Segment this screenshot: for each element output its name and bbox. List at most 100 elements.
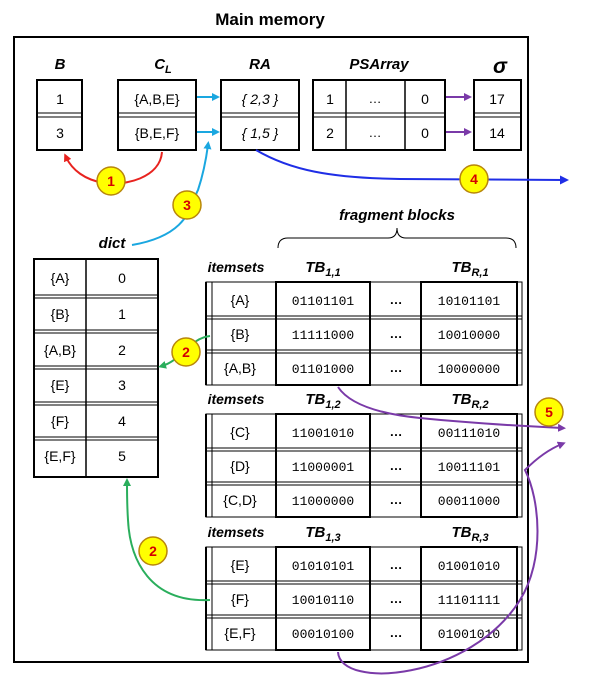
dict-id: 0 [118, 270, 126, 286]
fragment-blocks-brace [277, 227, 517, 249]
dict-id: 4 [118, 413, 126, 429]
psarray-cell: 2 [326, 125, 334, 141]
tb-header: TBR,1 [451, 259, 488, 279]
svg-text:4: 4 [470, 171, 478, 187]
cl-column: {A,B,E} {B,E,F} [117, 79, 197, 151]
dict-table [33, 258, 159, 478]
tb-bits: 00010100 [292, 627, 354, 642]
ra-value: { 1,5 } [242, 125, 279, 141]
tb-dots: … [390, 424, 403, 439]
tb-bits: 00011000 [438, 494, 500, 509]
step-marker-3: 3 [172, 190, 202, 220]
step-marker-5: 5 [534, 397, 564, 427]
tb-bits: 01101000 [292, 362, 354, 377]
b-value: 3 [56, 125, 64, 141]
diagram-title: Main memory [215, 10, 325, 29]
psarray-cell: … [369, 125, 382, 140]
tb-bits: 11000001 [292, 460, 355, 475]
itemsets-label: itemsets [208, 524, 265, 540]
dict-itemset: {A,B} [44, 342, 76, 358]
tb-bits: 01001010 [438, 559, 500, 574]
dict-label: dict [99, 235, 127, 252]
block-itemset: {D} [230, 458, 250, 474]
svg-text:2: 2 [149, 543, 157, 559]
tb-dots: … [390, 625, 403, 640]
tb-bits: 10010110 [292, 593, 354, 608]
block-itemset: {E,F} [224, 625, 255, 641]
tb-bits: 10010000 [438, 328, 500, 343]
step-2-arrow-lower [123, 478, 211, 602]
tb-bits: 11000000 [292, 494, 354, 509]
tb-bits: 11101111 [438, 593, 501, 608]
itemsets-label: itemsets [208, 259, 265, 275]
tb-bits: 01101101 [292, 294, 355, 309]
dict-itemset: {B} [51, 306, 70, 322]
tb-header: TB1,2 [305, 391, 340, 411]
dict-itemset: {E} [51, 377, 70, 393]
header-b: B [55, 56, 66, 73]
step-5-arrow-lower [337, 441, 566, 675]
block-itemset: {C} [230, 424, 250, 440]
sigma-value: 17 [489, 91, 505, 107]
header-psarray: PSArray [349, 56, 409, 73]
dict-row: {B} 1 [51, 306, 126, 322]
step-marker-2-upper: 2 [171, 337, 201, 367]
cl-value: {B,E,F} [135, 125, 180, 141]
fragment-block-2: itemsets TB1,2 TBR,2 {C} 11001010 … 0011… [205, 391, 523, 518]
tb-bits: 00111010 [438, 426, 500, 441]
step-marker-2-lower: 2 [138, 536, 168, 566]
psarray-cell: 0 [421, 91, 429, 107]
tb-dots: … [390, 292, 403, 307]
fragment-blocks-label: fragment blocks [339, 207, 455, 224]
tb-dots: … [390, 458, 403, 473]
cl-value: {A,B,E} [134, 91, 179, 107]
dict-id: 1 [118, 306, 126, 322]
header-sigma: σ [493, 55, 508, 78]
svg-text:2: 2 [182, 344, 190, 360]
tb-header: TBR,2 [451, 391, 488, 411]
psarray-cell: … [369, 91, 382, 106]
tb-bits: 01001010 [438, 627, 500, 642]
psarray-table: 1 … 0 2 … 0 [312, 79, 446, 151]
dict-row: {E} 3 [51, 377, 126, 393]
step-marker-4: 4 [459, 164, 489, 194]
step-4-arrow [255, 149, 569, 185]
dict-id: 5 [118, 448, 126, 464]
block-itemset: {E} [231, 557, 250, 573]
tb-dots: … [390, 326, 403, 341]
tb-bits: 11001010 [292, 426, 354, 441]
tb-bits: 01010101 [292, 559, 355, 574]
sigma-value: 14 [489, 125, 505, 141]
step-5-arrow-upper [337, 386, 566, 432]
main-memory-frame [13, 36, 529, 663]
tb-header: TB1,1 [305, 259, 340, 279]
tb-bits: 10101101 [438, 294, 501, 309]
block-itemset: {C,D} [223, 492, 257, 508]
tb-dots: … [390, 591, 403, 606]
psarray-cell: 0 [421, 125, 429, 141]
dict-itemset: {A} [51, 270, 70, 286]
ra-column: { 2,3 } { 1,5 } [220, 79, 300, 151]
dict-row: {A} 0 [51, 270, 126, 286]
tb-header: TBR,3 [451, 524, 488, 544]
itemsets-label: itemsets [208, 391, 265, 407]
dict-itemset: {F} [51, 413, 69, 429]
fragment-block-3: itemsets TB1,3 TBR,3 {E} 01010101 … 0100… [205, 524, 523, 651]
header-cl: CL [154, 56, 172, 76]
tb-header: TB1,3 [305, 524, 340, 544]
b-column: 1 3 [36, 79, 83, 151]
tb-bits: 10011101 [438, 460, 501, 475]
tb-dots: … [390, 557, 403, 572]
psarray-cell: 1 [326, 91, 334, 107]
svg-text:5: 5 [545, 404, 553, 420]
ra-value: { 2,3 } [242, 91, 279, 107]
svg-text:1: 1 [107, 173, 115, 189]
b-value: 1 [56, 91, 64, 107]
block-itemset: {B} [231, 326, 250, 342]
dict-id: 2 [118, 342, 126, 358]
tb-bits: 10000000 [438, 362, 500, 377]
header-ra: RA [249, 56, 271, 73]
fragment-block-1: itemsets TB1,1 TBR,1 {A} 01101101 … 1010… [205, 259, 523, 386]
dict-itemset: {E,F} [44, 448, 75, 464]
step-marker-1: 1 [96, 166, 126, 196]
